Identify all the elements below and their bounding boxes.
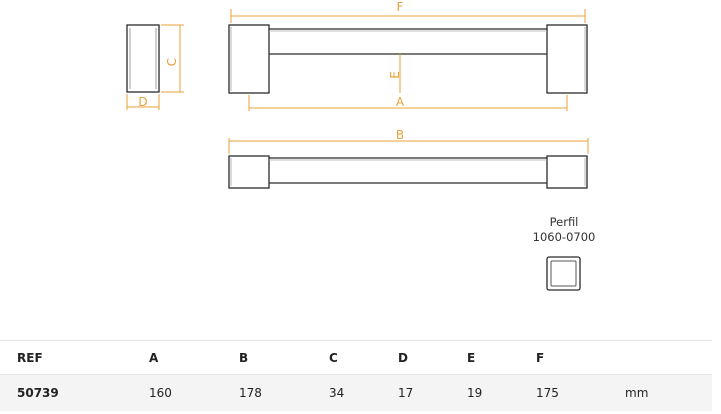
handle-bottom-view: [228, 155, 588, 189]
header-b: B: [239, 350, 249, 365]
dimension-d: [126, 94, 160, 110]
dimension-c-label: C: [165, 58, 179, 66]
dimension-f: [230, 9, 586, 23]
dimension-a-label: A: [396, 95, 405, 109]
table-header-row: REF A B C D E F: [0, 340, 712, 375]
dimension-b: [228, 138, 589, 154]
cell-ref: 50739: [17, 385, 59, 400]
dimension-d-label: D: [138, 95, 147, 109]
dimension-a: [248, 95, 568, 111]
handle-top-view: [228, 24, 588, 94]
dimension-e-label: E: [388, 71, 402, 79]
cell-e: 19: [467, 385, 483, 400]
dimensions-table: REF A B C D E F 50739 160 178 34 17 19 1…: [0, 340, 712, 411]
cell-unit: mm: [625, 385, 649, 400]
header-d: D: [398, 350, 408, 365]
side-view: [126, 24, 160, 93]
table-row: 50739 160 178 34 17 19 175 mm: [0, 374, 712, 411]
dimension-c: [161, 24, 184, 93]
profile-code: 1060-0700: [532, 230, 596, 244]
cell-b: 178: [239, 385, 262, 400]
cell-d: 17: [398, 385, 414, 400]
cell-f: 175: [536, 385, 559, 400]
header-f: F: [536, 350, 545, 365]
profile-section-icon: [546, 256, 581, 291]
header-c: C: [329, 350, 338, 365]
header-e: E: [467, 350, 476, 365]
header-a: A: [149, 350, 159, 365]
dimension-f-label: F: [397, 0, 404, 14]
profile-title: Perfil: [549, 215, 579, 229]
cell-c: 34: [329, 385, 345, 400]
cell-a: 160: [149, 385, 172, 400]
dimension-b-label: B: [396, 128, 404, 142]
header-unit: [625, 341, 712, 375]
header-ref: REF: [17, 350, 43, 365]
technical-drawing: C D F E A B: [126, 0, 589, 291]
